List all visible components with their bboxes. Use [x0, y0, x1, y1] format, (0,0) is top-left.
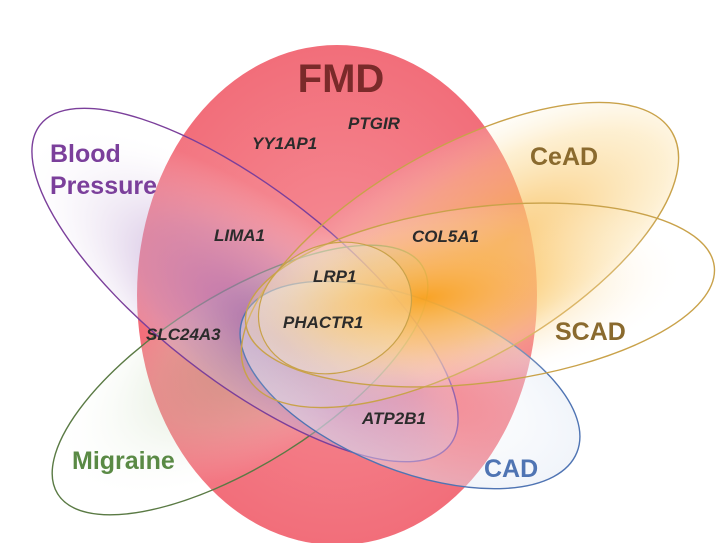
gene-slc24a3: SLC24A3: [146, 325, 221, 344]
set-label-cead: CeAD: [530, 143, 598, 171]
lrp1-phactr1-ellipse: [257, 241, 413, 375]
gene-yy1ap1: YY1AP1: [252, 134, 317, 153]
set-label-scad: SCAD: [555, 318, 626, 346]
set-label-fmd: FMD: [298, 57, 385, 101]
set-label-blood-pressure-line1: Blood: [50, 140, 121, 168]
set-label-migraine: Migraine: [72, 447, 175, 475]
gene-lrp1: LRP1: [313, 267, 356, 286]
gene-atp2b1: ATP2B1: [361, 409, 426, 428]
gene-col5a1: COL5A1: [412, 227, 479, 246]
gene-ptgir: PTGIR: [348, 114, 401, 133]
set-label-cad: CAD: [484, 455, 538, 483]
set-label-blood-pressure-line2: Pressure: [50, 172, 157, 200]
set-label-blood-pressure: Blood Pressure: [50, 140, 157, 200]
gene-phactr1: PHACTR1: [283, 313, 363, 332]
gene-lima1: LIMA1: [214, 226, 265, 245]
